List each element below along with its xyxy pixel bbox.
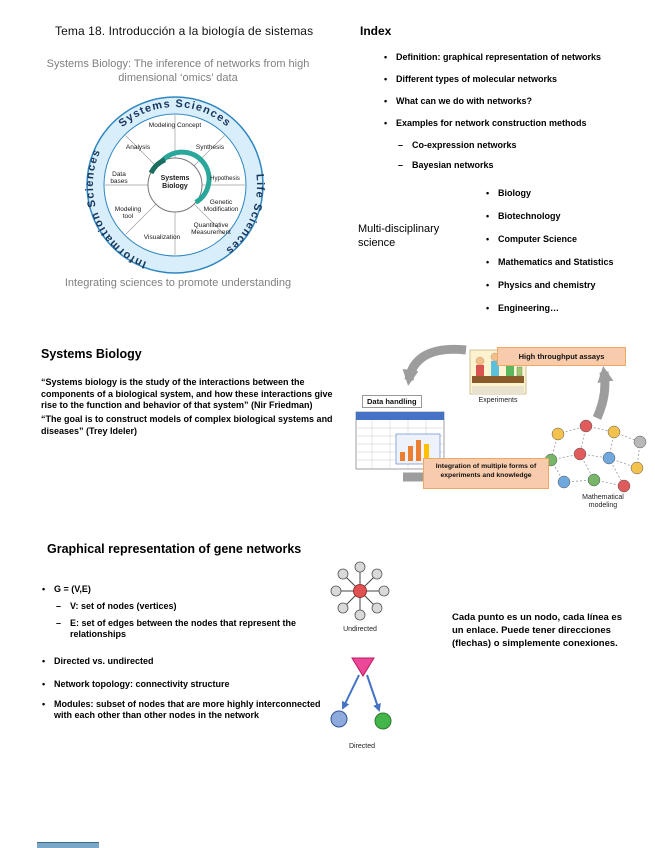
integration-box: Integration of multiple forms of experim…: [423, 458, 549, 489]
index-title: Index: [360, 24, 392, 38]
workflow-cycle-diagram: High throughput assays Experiments Data …: [348, 334, 653, 514]
gene-bullet: E: set of edges between the nodes that r…: [40, 618, 332, 640]
center-crescent: [159, 149, 212, 205]
discipline-item: Biology: [484, 188, 649, 199]
gene-bullet: G = (V,E): [40, 584, 332, 595]
discipline-item: Biotechnology: [484, 211, 649, 222]
gene-bullet: Directed vs. undirected: [40, 656, 332, 667]
quote-friedman: “Systems biology is the study of the int…: [41, 377, 333, 411]
discipline-item: Physics and chemistry: [484, 280, 649, 291]
directed-caption: Directed: [348, 743, 376, 750]
segment-label-genetic-modification: Genetic Modification: [203, 199, 239, 214]
undirected-graph-image: [330, 561, 390, 621]
gene-networks-list: G = (V,E) V: set of nodes (vertices) E: …: [40, 584, 332, 727]
data-handling-label: Data handling: [362, 395, 422, 408]
undirected-caption: Undirected: [343, 626, 377, 633]
center-crescent-dark: [148, 157, 167, 175]
multidisciplinary-label: Multi-disciplinary science: [358, 223, 440, 250]
index-item: Different types of molecular networks: [382, 74, 640, 85]
gene-bullet: V: set of nodes (vertices): [40, 601, 332, 612]
slide1-subtitle: Systems Biology: The inference of networ…: [46, 58, 310, 85]
segment-label-synthesis: Synthesis: [195, 144, 225, 151]
node-edge-note: Cada punto es un nodo, cada línea es un …: [452, 612, 622, 649]
segment-label-center: Systems Biology: [160, 175, 190, 191]
page-title: Tema 18. Introducción a la biología de s…: [55, 24, 314, 38]
gene-networks-title: Graphical representation of gene network…: [47, 542, 302, 556]
index-subitem: Co-expression networks: [382, 140, 640, 151]
segment-label-modeling-concept: Modeling Concept: [148, 122, 202, 129]
index-list: Definition: graphical representation of …: [382, 52, 640, 180]
index-subitem: Bayesian networks: [382, 160, 640, 171]
segment-label-visualization: Visualization: [143, 234, 181, 241]
gene-bullet: Network topology: connectivity structure: [40, 679, 332, 690]
discipline-item: Mathematics and Statistics: [484, 257, 649, 268]
index-item: What can we do with networks?: [382, 96, 640, 107]
target-node-green: [374, 712, 392, 730]
directed-graph-image: [330, 657, 392, 730]
segment-label-modeling-tool: Modeling tool: [114, 206, 142, 221]
experiments-caption: Experiments: [478, 397, 518, 404]
math-network-image: [544, 419, 647, 493]
assays-box: High throughput assays: [497, 347, 626, 366]
gene-bullet: Modules: subset of nodes that are more h…: [40, 699, 332, 721]
index-item: Definition: graphical representation of …: [382, 52, 640, 63]
segment-label-databases: Data bases: [110, 171, 128, 186]
sciences-ring-diagram: Systems Sciences Life Sciences Informati…: [85, 96, 265, 274]
next-page-fragment: [37, 842, 99, 848]
segment-label-hypothesis: Hypothesis: [210, 176, 240, 182]
segment-label-analysis: Analysis: [125, 144, 151, 151]
discipline-item: Engineering…: [484, 303, 649, 314]
segment-divider-lines: [105, 115, 245, 255]
systems-biology-quotes: “Systems biology is the study of the int…: [41, 377, 333, 439]
math-modeling-caption: Mathematical modeling: [582, 494, 624, 510]
index-item: Examples for network construction method…: [382, 118, 640, 129]
source-node-triangle: [351, 657, 375, 677]
segment-label-quantitative-measurement: Quantitative Measurement: [191, 222, 231, 237]
discipline-item: Computer Science: [484, 234, 649, 245]
target-node-blue: [330, 710, 348, 728]
disciplines-list: Biology Biotechnology Computer Science M…: [484, 188, 649, 326]
slide1-caption: Integrating sciences to promote understa…: [64, 277, 292, 289]
quote-ideler: “The goal is to construct models of comp…: [41, 414, 333, 436]
ring-diagram-labels: Modeling Concept Analysis Synthesis Data…: [85, 95, 265, 275]
systems-biology-title: Systems Biology: [41, 347, 142, 361]
